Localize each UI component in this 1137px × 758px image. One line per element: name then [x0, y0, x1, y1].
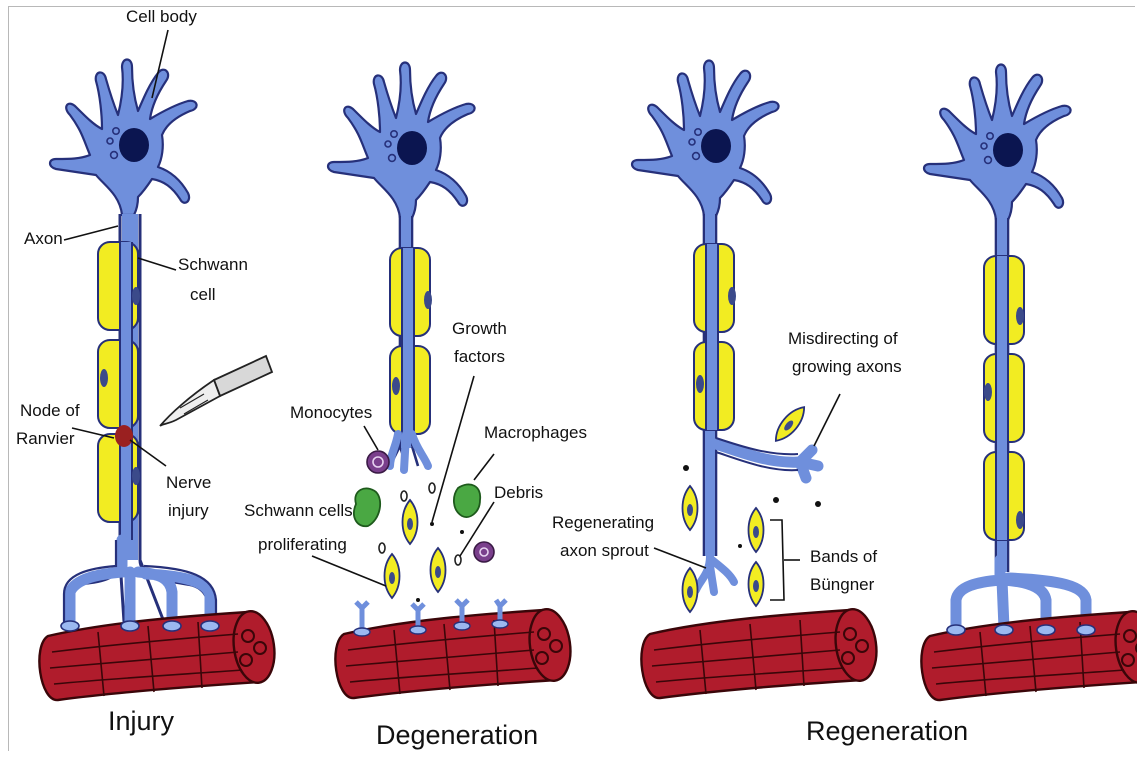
image-frame: [8, 6, 1135, 751]
